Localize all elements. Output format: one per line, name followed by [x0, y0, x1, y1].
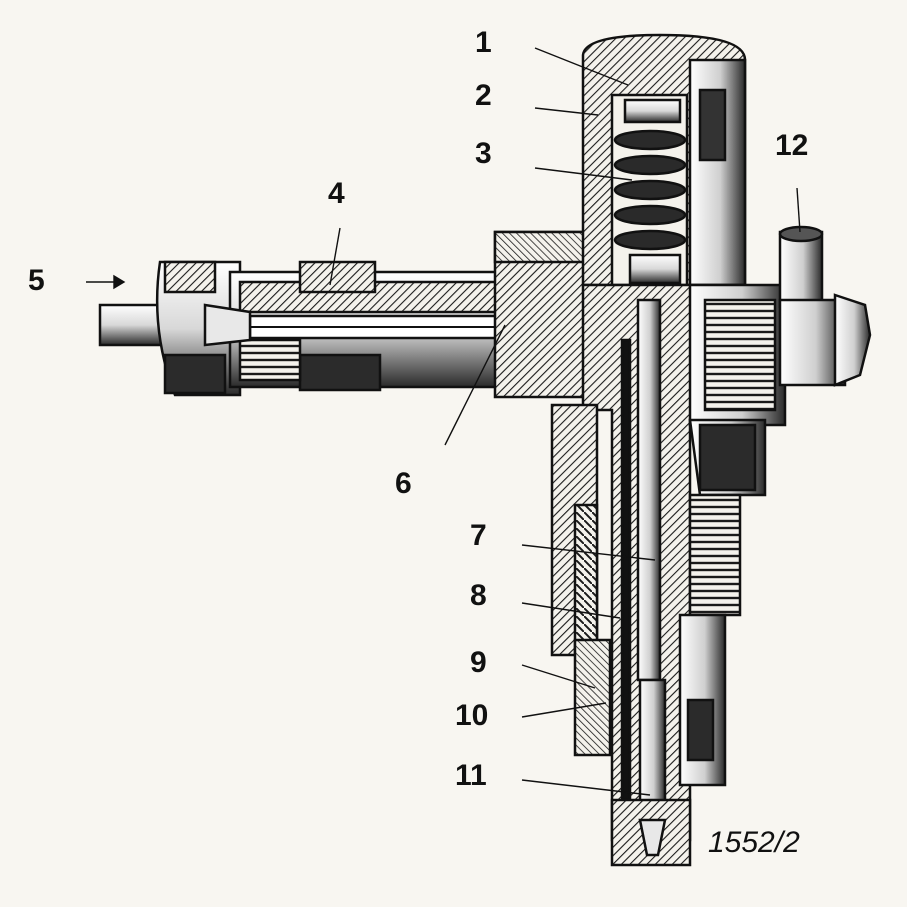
callout-10: 10: [455, 699, 488, 732]
inlet-assembly: [98, 230, 597, 399]
leak-off-connection: [778, 225, 872, 387]
callout-8: 8: [470, 579, 487, 612]
callout-1: 1: [475, 26, 492, 59]
injector-body: [550, 33, 872, 867]
leader-lines: [86, 47, 801, 796]
figure-number: 1552/2: [708, 826, 800, 859]
callout-5: 5: [28, 264, 45, 297]
spring-seat: [623, 98, 682, 124]
sealing-cone: [203, 303, 252, 347]
callout-12: 12: [775, 129, 808, 162]
nozzle-holder-thread: [688, 493, 742, 617]
pressure-spring: [613, 129, 687, 251]
callout-11: 11: [455, 759, 487, 792]
callout-7: 7: [470, 519, 487, 552]
callout-4: 4: [328, 177, 345, 210]
callout-2: 2: [475, 79, 492, 112]
fuel-duct: [620, 338, 632, 822]
callout-3: 3: [475, 137, 492, 170]
callout-labels: 1 2 3 4 5 6 7 8 9 10 11 12: [28, 26, 808, 792]
pressure-spindle: [636, 298, 662, 682]
callout-6: 6: [395, 467, 412, 500]
callout-9: 9: [470, 646, 487, 679]
